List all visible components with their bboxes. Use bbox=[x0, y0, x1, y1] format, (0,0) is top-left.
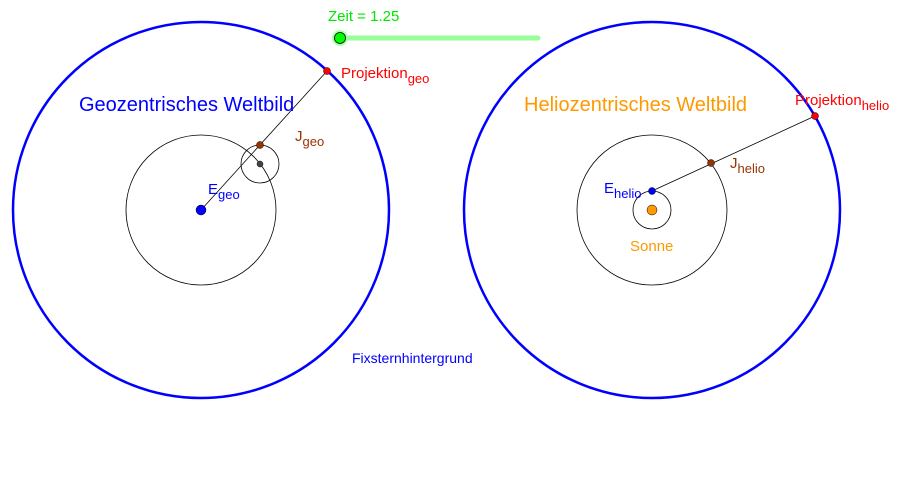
fixed-star-background-label: Fixsternhintergrund bbox=[352, 350, 473, 366]
projektion-helio-point[interactable] bbox=[811, 112, 819, 120]
projektion-helio-label: Projektionhelio bbox=[795, 92, 889, 113]
e-helio-label: Ehelio bbox=[604, 180, 641, 201]
label-sub: geo bbox=[218, 187, 240, 202]
e-geo-label: Egeo bbox=[208, 181, 240, 202]
label-sub: geo bbox=[407, 71, 430, 86]
j-geo-label: Jgeo bbox=[295, 128, 324, 149]
epicycle-center-point[interactable] bbox=[256, 160, 264, 168]
sun-point[interactable] bbox=[646, 204, 658, 216]
projection-line-geo bbox=[200, 70, 328, 211]
j-geo-point[interactable] bbox=[256, 141, 264, 149]
label-sub: helio bbox=[614, 186, 642, 201]
projection-line-helio bbox=[651, 115, 816, 192]
sun-label: Sonne bbox=[630, 238, 674, 255]
label-sub: geo bbox=[302, 134, 325, 149]
fixed-star-sphere-geo bbox=[11, 20, 391, 400]
geo-title: Geozentrisches Weltbild bbox=[79, 94, 295, 116]
helio-title: Heliozentrisches Weltbild bbox=[524, 94, 748, 116]
j-helio-point[interactable] bbox=[707, 159, 715, 167]
projektion-geo-point[interactable] bbox=[323, 67, 331, 75]
projektion-geo-label: Projektiongeo bbox=[341, 65, 429, 86]
jupiter-orbit bbox=[576, 134, 728, 286]
label-main: E bbox=[208, 181, 219, 198]
j-helio-label: Jhelio bbox=[730, 155, 765, 176]
label-main: J bbox=[295, 128, 303, 145]
deferent-circle bbox=[125, 134, 277, 286]
fixed-star-sphere-helio bbox=[462, 20, 842, 400]
label-sub: helio bbox=[737, 161, 765, 176]
label-main: J bbox=[730, 155, 738, 172]
label-main: Projektion bbox=[795, 92, 862, 109]
e-helio-point[interactable] bbox=[648, 187, 656, 195]
label-main: Projektion bbox=[341, 65, 408, 82]
slider-label: Zeit = 1.25 bbox=[328, 8, 400, 25]
label-main: E bbox=[604, 180, 615, 197]
e-geo-point[interactable] bbox=[195, 204, 207, 216]
label-sub: helio bbox=[861, 98, 890, 113]
slider-handle[interactable] bbox=[334, 32, 346, 44]
